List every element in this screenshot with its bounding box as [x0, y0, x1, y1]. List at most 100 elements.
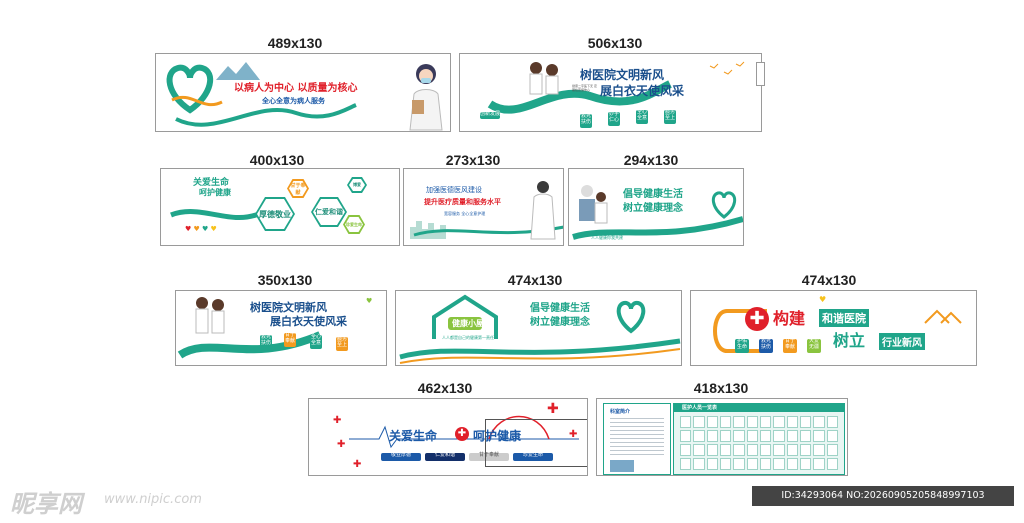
staff-photo-cell — [813, 430, 825, 442]
panel-489x130: 以病人为中心 以质量为核心 全心全意为病人服务 — [155, 53, 451, 132]
size-label-10: 418x130 — [693, 380, 749, 396]
tag-3: 甘于奉献 — [469, 452, 509, 461]
tag-2: 仁爱和谐 — [425, 452, 465, 461]
staff-photo-cell — [680, 458, 692, 470]
staff-photo-cell — [759, 430, 772, 442]
intro-text-block — [610, 418, 664, 458]
staff-photo-cell — [693, 430, 705, 442]
plus-icon: ✚ — [547, 401, 559, 417]
tag-5: 创新发展 — [480, 111, 501, 119]
staff-photo-cell — [733, 458, 745, 470]
staff-photo-cell — [693, 416, 705, 428]
staff-photo-cell — [746, 430, 758, 442]
staff-photo-cell — [799, 458, 812, 470]
tag-2: 妙手仁心 — [608, 111, 620, 126]
image-id: ID:34293064 NO:20260905205848997103 — [752, 486, 1014, 506]
staff-photo-cell — [773, 416, 785, 428]
size-label-2: 506x130 — [587, 35, 643, 51]
word-harmony: 和谐医院 — [819, 309, 869, 327]
ribbon-wave — [175, 103, 357, 127]
nipic-url: www.nipic.com — [104, 492, 202, 507]
tag-2: 甘于奉献 — [284, 332, 296, 347]
ribbon-wave — [572, 216, 743, 240]
size-label-4: 273x130 — [445, 152, 501, 168]
elderly-care-icon — [579, 185, 608, 224]
title-1: 加强医德医风建设 — [426, 186, 482, 194]
staff-photo-cell — [826, 458, 838, 470]
plus-icon: ✚ — [353, 459, 362, 470]
word-construct: 构建 — [773, 309, 806, 328]
staff-photo-cell — [680, 430, 692, 442]
subtitle: 宽容服务 全心全意护理 — [444, 211, 486, 216]
staff-photo-cell — [813, 458, 825, 470]
title-2: 树立健康理念 — [623, 203, 683, 214]
staff-photo-cell — [786, 458, 798, 470]
nurse-figure-icon — [409, 64, 443, 131]
tag-4: 珍爱生命 — [513, 452, 553, 461]
panel-474x130: 健康小屋 倡导健康生活 树立健康理念 人人都是自己的健康第一责任人 — [395, 290, 682, 366]
size-label-8: 474x130 — [801, 272, 857, 288]
plus-icon: ✚ — [333, 415, 342, 426]
tag-1: 救死扶伤 — [260, 334, 272, 349]
staff-photo-cell — [773, 430, 785, 442]
staff-photo-cell — [786, 430, 798, 442]
tag-4: 服务至上 — [336, 336, 348, 351]
title-1: 倡导健康生活 — [530, 303, 590, 314]
staff-photo-cell — [799, 444, 812, 456]
tag-3: 甘于奉献 — [783, 338, 797, 353]
staff-photo-cell — [746, 416, 758, 428]
staff-photo-cell — [680, 444, 692, 456]
heart-ribbon-icon — [711, 191, 737, 219]
heart-ribbon-icon — [166, 64, 223, 114]
staff-photo-cell — [719, 430, 732, 442]
intro-board: 科室简介 — [603, 403, 671, 475]
staff-photo-cell — [719, 458, 732, 470]
staff-photo-cell — [719, 444, 732, 456]
panel-462x130: ✚ ✚ ✚ ✚ ✚ 关爱生命 ✚ 呵护健康 敬业厚德 仁爱和谐 甘于奉献 珍爱生… — [308, 398, 588, 476]
tag-3: 全心全意 — [636, 109, 648, 124]
staff-photo-cell — [706, 444, 718, 456]
heart-ribbon-icon — [616, 300, 646, 334]
staff-photo-cell — [799, 430, 812, 442]
staff-photo-cell — [759, 444, 772, 456]
word-newstyle: 行业新风 — [879, 333, 925, 350]
staff-photo-cell — [706, 416, 718, 428]
subtitle: 健康二字医下无 定期检查保你心 — [572, 84, 597, 92]
staff-photo-cell — [786, 444, 798, 456]
tag-1: 敬业厚德 — [381, 452, 421, 461]
staff-photo-cell — [693, 458, 705, 470]
staff-photo-cell — [746, 458, 758, 470]
staff-photo-cell — [773, 444, 785, 456]
size-label-7: 474x130 — [507, 272, 563, 288]
size-label-9: 462x130 — [417, 380, 473, 396]
size-label-5: 294x130 — [623, 152, 679, 168]
nipic-logo: 昵享网 — [10, 490, 82, 518]
staff-photo-cell — [826, 416, 838, 428]
heart-icon-row: ♥ ♥ ♥ ♥ — [185, 225, 217, 233]
selection-box[interactable] — [485, 419, 587, 467]
staff-photo-cell — [719, 416, 732, 428]
heart-icon: ♥ — [819, 295, 827, 304]
mountain-icon — [216, 62, 260, 80]
plus-icon: ✚ — [569, 429, 578, 440]
panel-474x130-2: ✚ 构建 和谐医院 树立 行业新风 护佑生命 救死扶伤 甘于奉献 大爱无疆 ♥ — [690, 290, 977, 366]
red-cross-icon: ✚ — [745, 307, 769, 331]
size-label-3: 400x130 — [249, 152, 305, 168]
staff-photo-cell — [680, 416, 692, 428]
title-1: 关爱生命 — [193, 178, 230, 188]
doctor-figure-icon — [530, 181, 556, 240]
slogan-main: 以病人为中心 以质量为核心 — [234, 83, 358, 94]
staff-photo-grid — [680, 416, 838, 470]
hex-badge-2: 甘于奉献 — [287, 179, 309, 198]
panel-400x130: 关爱生命 呵护健康 厚德敬业 甘于奉献 仁爱和谐 珍爱生命 博爱 ♥ ♥ ♥ ♥ — [160, 168, 400, 246]
staff-photo-cell — [706, 430, 718, 442]
panel-418x130: 科室简介 医护人员一览表 — [596, 398, 848, 476]
word-establish: 树立 — [833, 331, 866, 350]
tag-1: 护佑生命 — [735, 338, 749, 353]
scroll-handle[interactable] — [756, 62, 765, 86]
intro-heading: 科室简介 — [610, 409, 631, 415]
size-label-1: 489x130 — [267, 35, 323, 51]
staff-photo-cell — [733, 444, 745, 456]
hex-badge-4: 珍爱生命 — [343, 215, 365, 234]
staff-header-bar — [674, 404, 844, 412]
